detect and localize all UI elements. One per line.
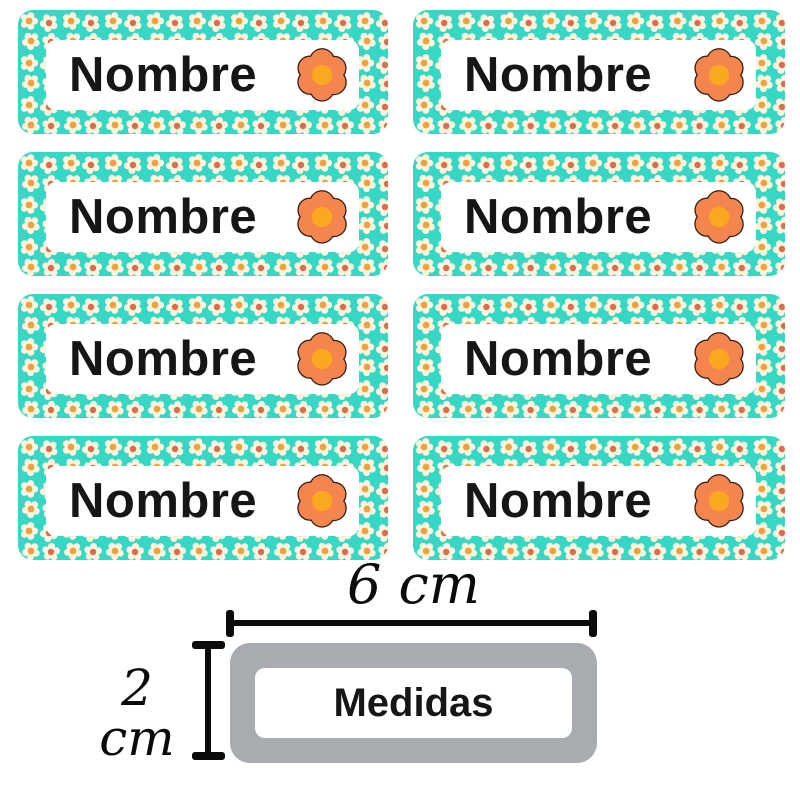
flower-icon <box>689 187 749 247</box>
labels-grid: Nombre Nombre Nombre Nombre <box>18 10 785 560</box>
height-dimension-cap-top <box>192 641 225 649</box>
width-dimension-cap-right <box>589 610 597 637</box>
width-dimension-label: 6 cm <box>347 553 480 616</box>
flower-icon <box>689 329 749 389</box>
name-label: Nombre <box>413 10 785 134</box>
name-text: Nombre <box>69 331 258 386</box>
name-label: Nombre <box>413 436 785 560</box>
name-panel: Nombre <box>46 466 359 536</box>
flower-icon <box>292 329 352 389</box>
name-text: Nombre <box>464 331 653 386</box>
name-panel: Nombre <box>441 324 756 394</box>
name-label: Nombre <box>18 10 388 134</box>
height-dimension-label: 2 cm <box>99 659 175 767</box>
name-text: Nombre <box>464 473 653 528</box>
measure-box: Medidas <box>230 643 597 763</box>
name-label: Nombre <box>413 294 785 418</box>
name-label: Nombre <box>413 152 785 276</box>
measure-text: Medidas <box>333 681 494 725</box>
name-panel: Nombre <box>441 466 756 536</box>
flower-icon <box>292 471 352 531</box>
measure-panel: Medidas <box>255 668 572 738</box>
name-text: Nombre <box>69 47 258 102</box>
name-text: Nombre <box>464 189 653 244</box>
name-label: Nombre <box>18 294 388 418</box>
flower-icon <box>689 471 749 531</box>
flower-icon <box>689 45 749 105</box>
name-panel: Nombre <box>441 182 756 252</box>
name-text: Nombre <box>69 189 258 244</box>
width-dimension-line <box>229 620 593 626</box>
name-text: Nombre <box>69 473 258 528</box>
name-panel: Nombre <box>46 182 359 252</box>
name-label: Nombre <box>18 152 388 276</box>
name-panel: Nombre <box>441 40 756 110</box>
width-dimension-cap-left <box>226 610 234 637</box>
height-dimension-cap-bottom <box>192 752 225 760</box>
flower-icon <box>292 187 352 247</box>
name-text: Nombre <box>464 47 653 102</box>
name-panel: Nombre <box>46 324 359 394</box>
flower-icon <box>292 45 352 105</box>
name-panel: Nombre <box>46 40 359 110</box>
name-label: Nombre <box>18 436 388 560</box>
height-dimension-line <box>205 645 211 758</box>
